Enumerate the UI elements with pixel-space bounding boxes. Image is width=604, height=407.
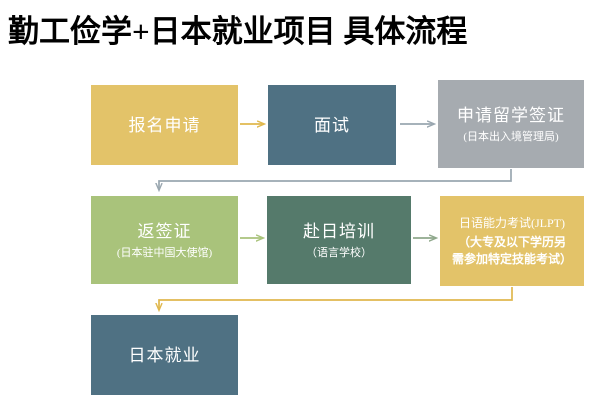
flow-node-liuxue-qianzheng[interactable]: 申请留学签证 (日本出入境管理局) [438,80,584,168]
flow-node-baoming[interactable]: 报名申请 [91,85,238,165]
arrow-jlpt-to-jiuye [159,287,513,310]
page-title: 勤工俭学+日本就业项目 具体流程 [8,14,468,49]
flow-node-furi-peixun-sublabel: （语言学校） [306,246,372,259]
flow-node-liuxue-qianzheng-label: 申请留学签证 [457,105,565,125]
flow-node-jlpt-sublabel-line2: 需参加特定技能考试） [451,251,572,266]
arrow-liuxueqianzheng-to-fanqianzheng [159,169,512,190]
flow-node-fanqianzheng[interactable]: 返签证 (日本驻中国大使馆) [91,196,238,284]
flow-node-jlpt[interactable]: 日语能力考试(JLPT) （大专及以下学历另 需参加特定技能考试） [440,196,584,286]
flow-node-furi-peixun-label: 赴日培训 [303,221,375,241]
flow-node-baoming-label: 报名申请 [128,115,201,135]
flow-node-riben-jiuye-label: 日本就业 [128,345,201,365]
flow-node-furi-peixun[interactable]: 赴日培训 （语言学校） [267,196,411,284]
flow-node-riben-jiuye[interactable]: 日本就业 [91,315,238,395]
flow-node-mianshi[interactable]: 面试 [268,85,396,165]
flow-node-mianshi-label: 面试 [314,115,350,135]
flow-node-fanqianzheng-label: 返签证 [137,221,192,241]
flow-node-fanqianzheng-sublabel: (日本驻中国大使馆) [116,246,213,259]
flow-node-jlpt-label: 日语能力考试(JLPT) [459,215,565,230]
flow-node-liuxue-qianzheng-sublabel: (日本出入境管理局) [463,130,559,143]
flow-node-jlpt-sublabel-line1: （大专及以下学历另 [457,234,566,249]
